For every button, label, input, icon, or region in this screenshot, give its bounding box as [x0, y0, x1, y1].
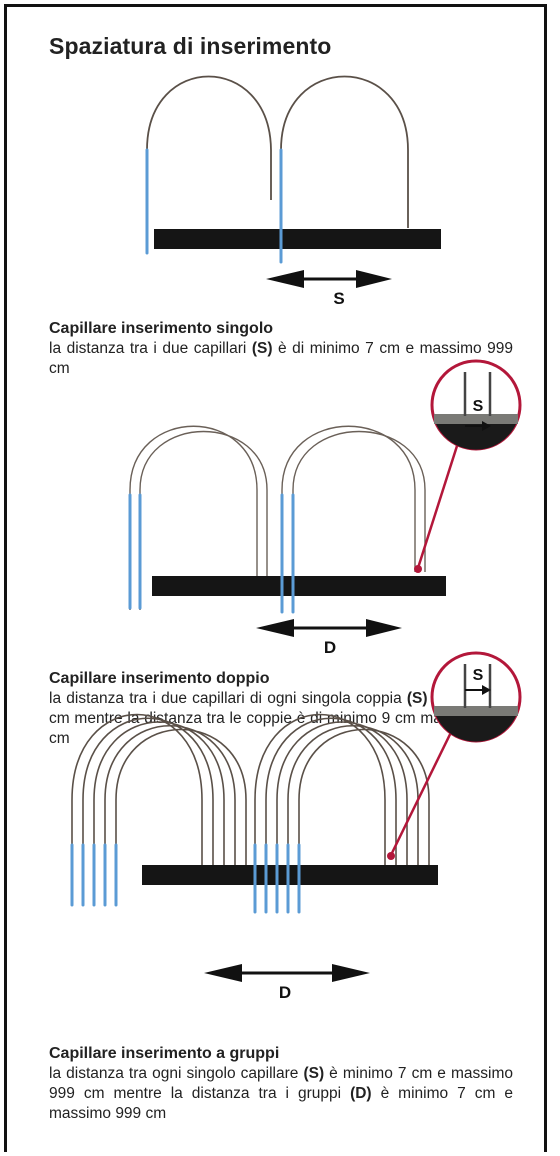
- detail-zoom-circle: S: [430, 359, 522, 451]
- capillary-loop: [139, 431, 268, 610]
- detail-callout-line: [389, 717, 460, 856]
- section-title-groups: Capillare inserimento a gruppi: [49, 1045, 280, 1062]
- dimension-label-s: S: [333, 289, 344, 308]
- single-insertion-illustration: S: [145, 75, 441, 308]
- detail-label-s: S: [473, 398, 484, 415]
- capillary-loop: [71, 713, 203, 905]
- group-insertion-illustration: S D: [70, 651, 522, 1002]
- capillary-loop: [82, 717, 214, 905]
- dripline-tube: [142, 865, 438, 885]
- capillary-loop: [146, 75, 272, 236]
- capillary-loop: [276, 721, 408, 912]
- double-insertion-illustration: S D: [128, 359, 522, 657]
- dimension-label-d: D: [324, 638, 336, 657]
- detail-label-s: S: [473, 667, 484, 684]
- capillary-loop: [298, 728, 430, 912]
- capillary-loop: [93, 721, 225, 905]
- capillary-loop: [280, 75, 409, 236]
- section-desc-groups: la distanza tra ogni singolo capillare (…: [49, 1065, 513, 1122]
- dimension-label-d: D: [279, 983, 291, 1002]
- section-title-double: Capillare inserimento doppio: [49, 670, 270, 687]
- distance-arrow-d: [256, 619, 402, 637]
- capillary-loop: [292, 431, 426, 610]
- capillary-loop: [254, 713, 386, 912]
- detail-zoom-circle: S: [430, 651, 522, 743]
- section-desc-single: la distanza tra i due capillari (S) è di…: [49, 340, 514, 377]
- dripline-tube: [154, 229, 441, 249]
- capillary-loop: [129, 425, 258, 610]
- section-title-single: Capillare inserimento singolo: [49, 320, 274, 337]
- distance-arrow-d: [204, 964, 370, 982]
- detail-callout-line: [416, 423, 466, 569]
- capillary-loop: [265, 717, 397, 912]
- page-frame: [4, 4, 547, 1152]
- capillary-loop: [287, 725, 419, 912]
- dripline-tube: [152, 576, 446, 596]
- capillary-loop: [281, 425, 416, 610]
- capillary-loop: [115, 728, 247, 905]
- capillary-loop: [104, 725, 236, 905]
- page-title: Spaziatura di inserimento: [49, 33, 332, 59]
- distance-arrow-s: [266, 270, 392, 288]
